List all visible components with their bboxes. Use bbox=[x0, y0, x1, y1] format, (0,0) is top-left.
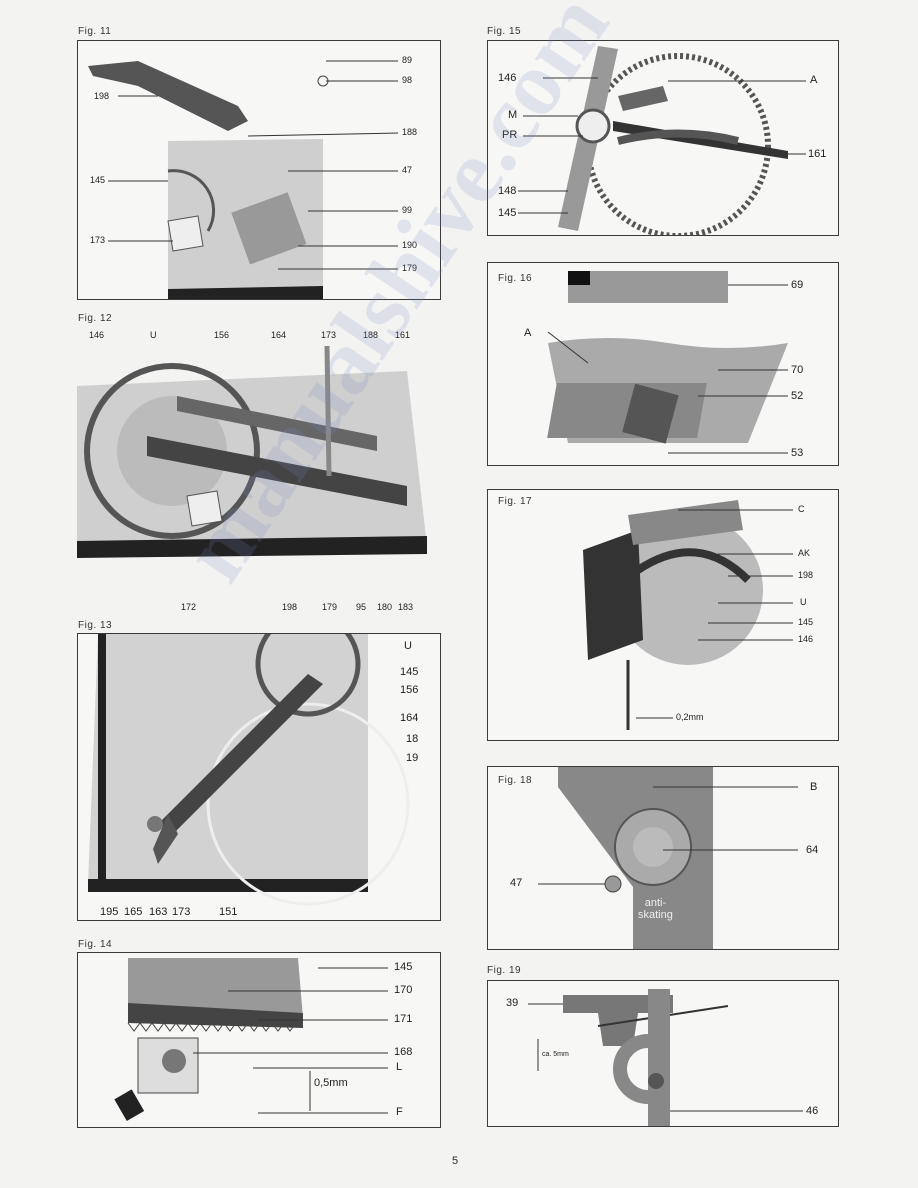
callout-label: ca. 5mm bbox=[542, 1051, 569, 1058]
callout-label: 52 bbox=[791, 390, 804, 402]
fig17-drawing bbox=[583, 500, 793, 730]
callout-label: 69 bbox=[791, 279, 804, 291]
fig18-drawing bbox=[538, 767, 798, 949]
callout-label: 145 bbox=[394, 961, 413, 973]
fig11-drawing bbox=[88, 60, 399, 299]
fig13-drawing bbox=[88, 634, 410, 906]
callout-label: 70 bbox=[791, 364, 804, 376]
callout-label: 161 bbox=[395, 330, 411, 340]
figure-caption: Fig. 12 bbox=[78, 313, 113, 324]
figure-caption: Fig. 19 bbox=[487, 965, 522, 976]
callout-label: 173 bbox=[172, 906, 191, 918]
figure-14: 145 170 171 168 L 0,5mm F bbox=[77, 952, 441, 1128]
figure-caption: Fig. 11 bbox=[78, 26, 112, 37]
callout-label: 180 bbox=[377, 602, 393, 612]
figure-caption: Fig. 16 bbox=[498, 273, 533, 284]
fig16-drawing bbox=[547, 271, 788, 454]
callout-label: 146 bbox=[498, 72, 517, 84]
callout-label: 188 bbox=[402, 127, 418, 137]
page-number: 5 bbox=[452, 1155, 459, 1167]
callout-label: 165 bbox=[124, 906, 143, 918]
callout-label: 183 bbox=[398, 602, 414, 612]
callout-label: 89 bbox=[402, 55, 413, 65]
callout-label: 53 bbox=[791, 447, 804, 459]
figure-caption: Fig. 13 bbox=[78, 620, 113, 631]
callout-label: M bbox=[508, 109, 518, 121]
callout-label: 99 bbox=[402, 205, 413, 215]
callout-label: 151 bbox=[219, 906, 238, 918]
callout-label: F bbox=[396, 1106, 403, 1118]
fig15-drawing bbox=[518, 46, 806, 235]
callout-label: 171 bbox=[394, 1013, 413, 1025]
callout-label: 47 bbox=[510, 877, 523, 889]
callout-label: 168 bbox=[394, 1046, 413, 1058]
callout-label: 179 bbox=[402, 263, 418, 273]
figure-18: Fig. 18 B 64 47 anti- skating bbox=[487, 766, 839, 950]
callout-label: C bbox=[798, 504, 805, 514]
figure-13: U 145 156 164 18 19 195 165 163 173 151 bbox=[77, 633, 441, 921]
callout-label: 173 bbox=[321, 330, 337, 340]
callout-label: 156 bbox=[400, 684, 419, 696]
callout-label: 156 bbox=[214, 330, 230, 340]
callout-label: 146 bbox=[89, 330, 105, 340]
callout-label: 0,5mm bbox=[314, 1077, 348, 1089]
callout-label: 188 bbox=[363, 330, 379, 340]
fig19-drawing bbox=[528, 989, 803, 1126]
figure-caption: Fig. 17 bbox=[498, 496, 533, 507]
callout-label: 163 bbox=[149, 906, 168, 918]
callout-label: 39 bbox=[506, 997, 519, 1009]
callout-label: 172 bbox=[181, 602, 197, 612]
fig14-drawing bbox=[114, 958, 388, 1121]
callout-label: U bbox=[404, 640, 412, 652]
callout-label: 145 bbox=[400, 666, 419, 678]
figure-16: Fig. 16 69 A 70 52 53 bbox=[487, 262, 839, 466]
callout-label: 145 bbox=[798, 617, 814, 627]
figure-caption: Fig. 18 bbox=[498, 775, 533, 786]
callout-label: AK bbox=[798, 548, 811, 558]
callout-label: 164 bbox=[400, 712, 419, 724]
callout-label: U bbox=[800, 597, 807, 607]
callout-label: 195 bbox=[100, 906, 119, 918]
callout-label: 148 bbox=[498, 185, 517, 197]
callout-label: A bbox=[810, 74, 818, 86]
callout-label: 146 bbox=[798, 634, 814, 644]
callout-label: 198 bbox=[282, 602, 298, 612]
callout-label: U bbox=[150, 330, 157, 340]
figure-19: 39 ca. 5mm 46 bbox=[487, 980, 839, 1127]
callout-label: PR bbox=[502, 129, 518, 141]
callout-label: 64 bbox=[806, 844, 819, 856]
callout-label: 190 bbox=[402, 240, 418, 250]
callout-label: 170 bbox=[394, 984, 413, 996]
fig12-drawing bbox=[77, 345, 427, 558]
callout-label: 179 bbox=[322, 602, 338, 612]
callout-label: 145 bbox=[498, 207, 517, 219]
callout-label: 98 bbox=[402, 75, 413, 85]
callout-label: 0,2mm bbox=[676, 712, 704, 722]
callout-label: B bbox=[810, 781, 818, 793]
figure-17: Fig. 17 C AK 198 U 145 146 0,2mm bbox=[487, 489, 839, 741]
callout-label: 161 bbox=[808, 148, 827, 160]
callout-label: 145 bbox=[90, 175, 106, 185]
figure-12: 146 U 156 164 173 188 161 172 198 179 95… bbox=[77, 326, 439, 616]
callout-label: A bbox=[524, 327, 532, 339]
callout-label: L bbox=[396, 1061, 403, 1073]
figure-11: 89 98 198 188 47 145 99 173 190 179 bbox=[77, 40, 441, 300]
figure-15: 146 A M PR 161 148 145 bbox=[487, 40, 839, 236]
callout-label: 46 bbox=[806, 1105, 819, 1117]
callout-label: 198 bbox=[94, 91, 110, 101]
callout-label: 95 bbox=[356, 602, 367, 612]
callout-label: 47 bbox=[402, 165, 413, 175]
callout-label: 164 bbox=[271, 330, 287, 340]
callout-label: 19 bbox=[406, 752, 419, 764]
figure-caption: Fig. 15 bbox=[487, 26, 522, 37]
anti-skating-label: anti- skating bbox=[638, 897, 673, 921]
callout-label: 173 bbox=[90, 235, 106, 245]
callout-label: 198 bbox=[798, 570, 814, 580]
callout-label: 18 bbox=[406, 733, 419, 745]
figure-caption: Fig. 14 bbox=[78, 939, 113, 950]
